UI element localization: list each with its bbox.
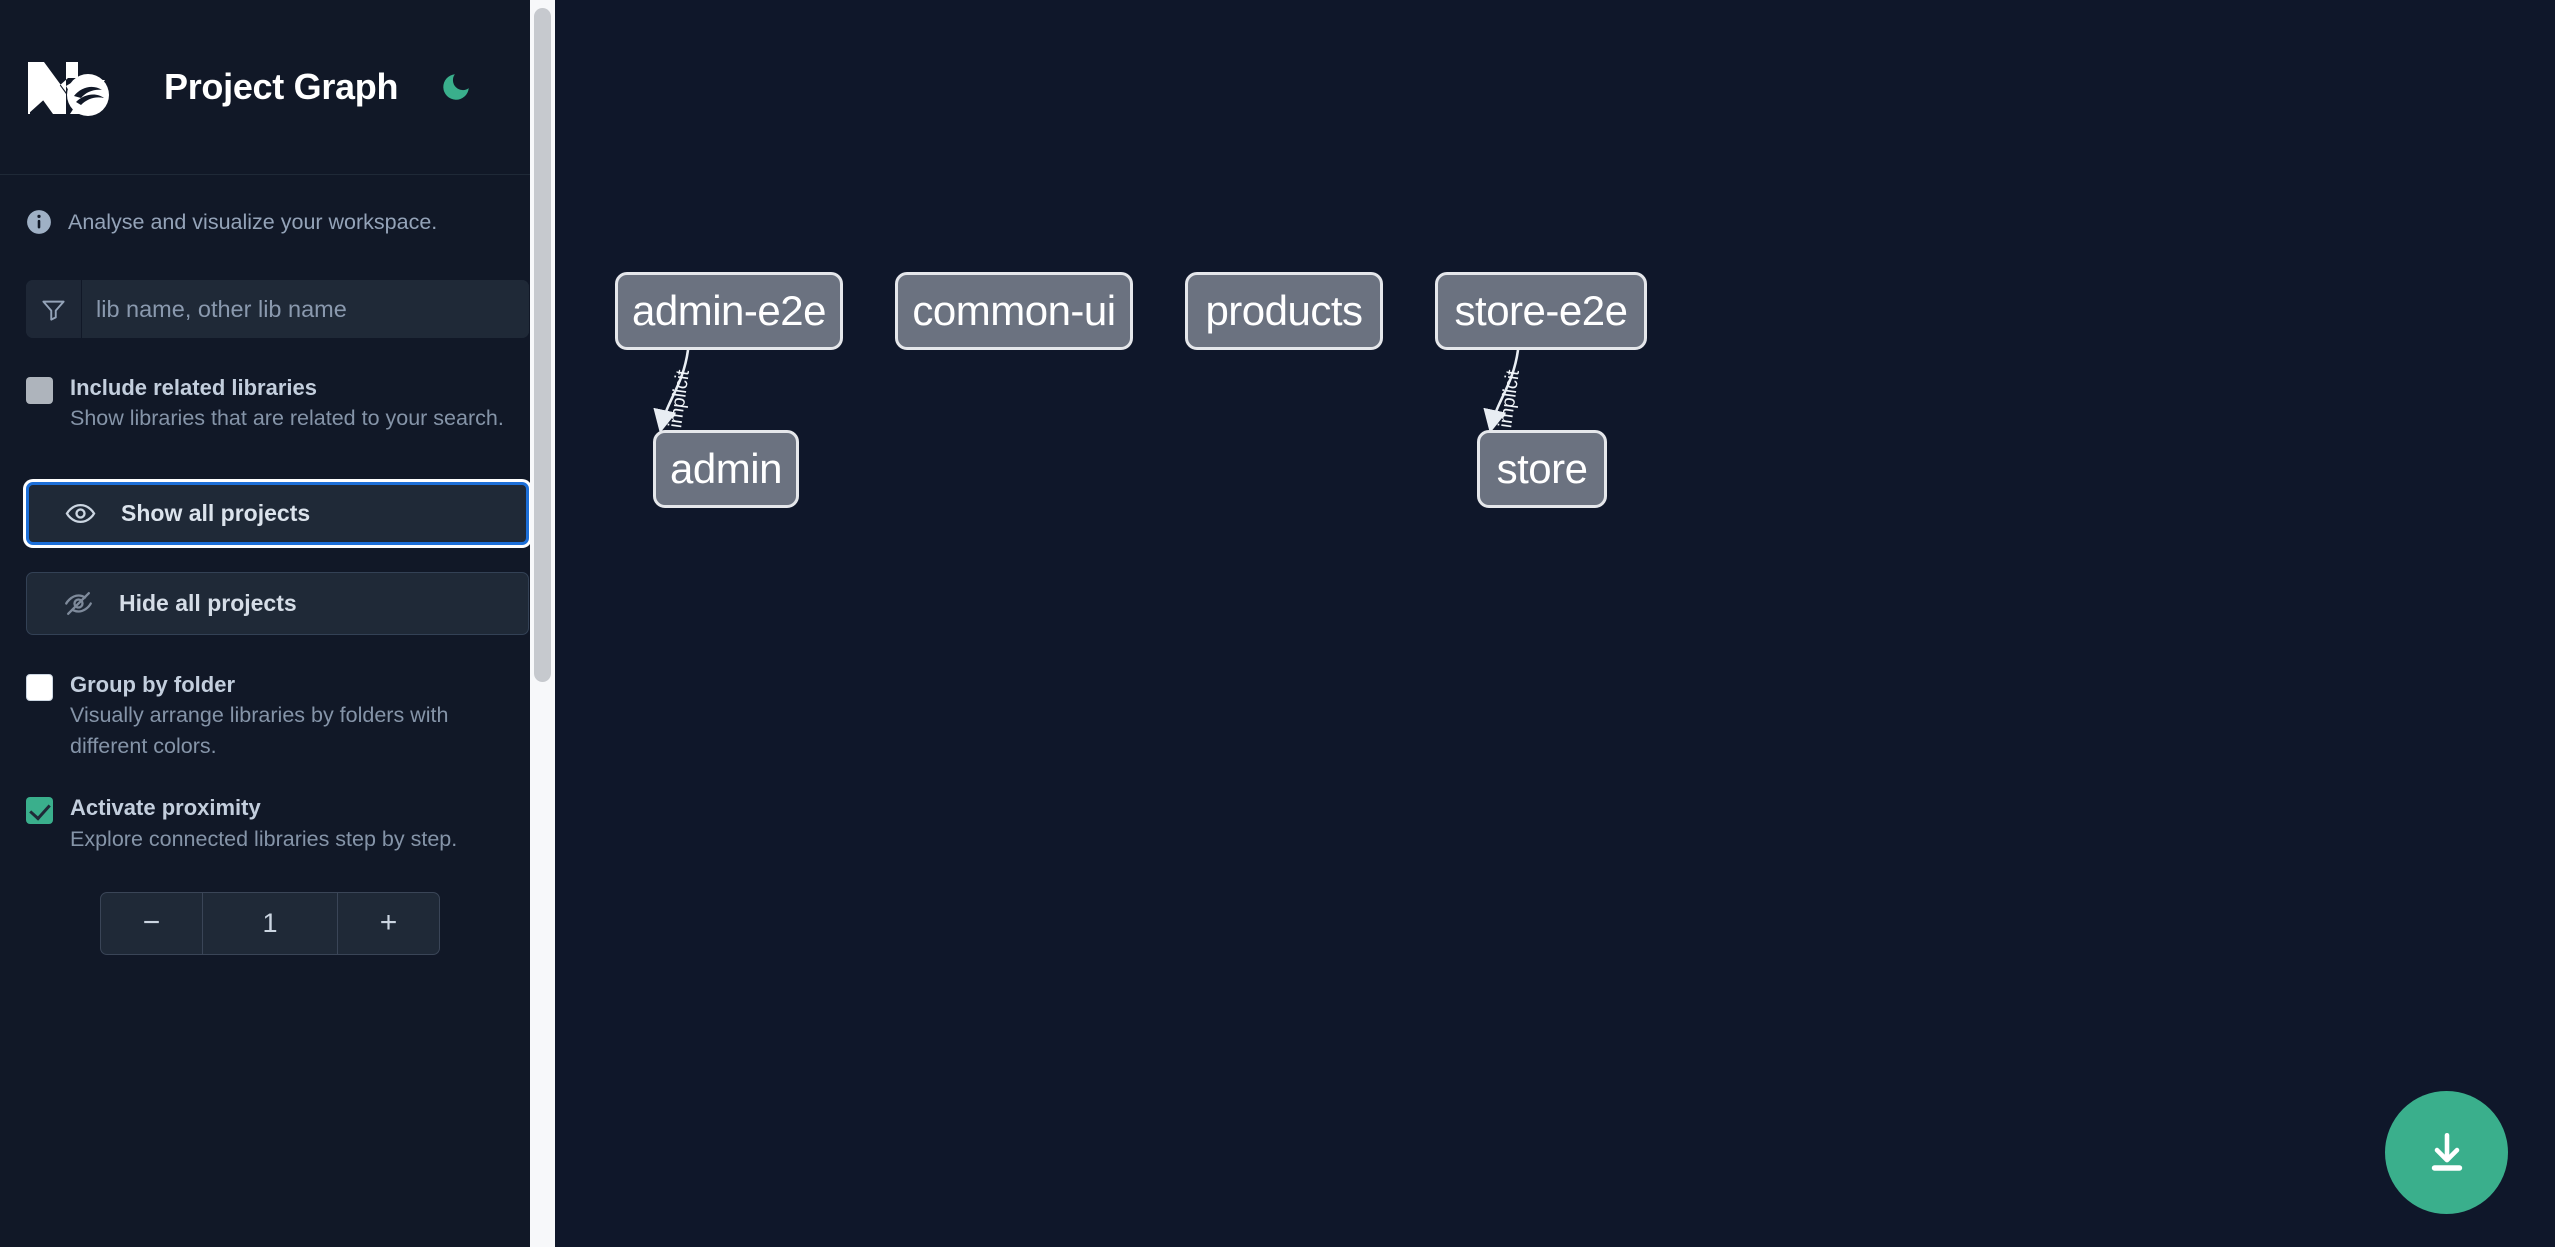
graph-node-products-label: products <box>1205 287 1363 334</box>
hide-all-projects-button[interactable]: Hide all projects <box>26 572 529 636</box>
proximity-stepper[interactable]: − 1 + <box>100 891 440 955</box>
proximity-decrement-button[interactable]: − <box>101 892 203 954</box>
graph-node-store-label: store <box>1496 445 1588 492</box>
sidebar-header: Project Graph <box>0 0 555 175</box>
moon-glyph <box>443 74 469 100</box>
edge-store-e2e-to-store <box>1483 349 1520 434</box>
activate-proximity-description: Explore connected libraries step by step… <box>70 826 458 851</box>
graph-node-store-e2e[interactable]: store-e2e <box>1435 272 1647 350</box>
graph-node-common-ui[interactable]: common-ui <box>895 272 1133 350</box>
option-group-by-folder[interactable]: Group by folder Visually arrange librari… <box>0 669 555 762</box>
funnel-icon <box>26 280 82 338</box>
info-icon <box>27 210 51 234</box>
proximity-increment-button[interactable]: + <box>337 892 439 954</box>
include-related-libraries-label: Include related libraries <box>70 375 317 400</box>
graph-node-store[interactable]: store <box>1477 430 1607 508</box>
filter-field[interactable] <box>26 280 529 338</box>
sidebar-body: Analyse and visualize your workspace. In… <box>0 175 555 955</box>
include-related-libraries-description: Show libraries that are related to your … <box>70 406 504 431</box>
activate-proximity-texts: Activate proximity Explore connected lib… <box>70 792 457 854</box>
workspace-hint-text: Analyse and visualize your workspace. <box>68 209 438 234</box>
option-include-related-libraries[interactable]: Include related libraries Show libraries… <box>0 372 555 434</box>
sidebar: Project Graph Analyse and visualize your… <box>0 0 555 1247</box>
graph-canvas[interactable]: admin-e2e common-ui products store-e2e a… <box>555 0 2555 1247</box>
group-by-folder-description: Visually arrange libraries by folders wi… <box>70 703 449 759</box>
group-by-folder-label: Group by folder <box>70 672 235 698</box>
download-icon <box>2431 1132 2462 1171</box>
moon-icon[interactable] <box>433 64 479 110</box>
graph-node-admin-e2e[interactable]: admin-e2e <box>615 272 843 350</box>
proximity-value: 1 <box>262 907 278 938</box>
download-graph-button[interactable] <box>2385 1091 2508 1214</box>
sidebar-scrollbar-thumb[interactable] <box>534 8 551 682</box>
group-by-folder-checkbox[interactable] <box>26 674 53 702</box>
activate-proximity-checkbox[interactable] <box>26 797 53 825</box>
graph-node-admin-label: admin <box>670 445 782 492</box>
search-input[interactable] <box>82 280 529 338</box>
hide-all-projects-label: Hide all projects <box>119 590 297 617</box>
edge-admin-e2e-to-admin <box>653 349 690 434</box>
graph-node-products[interactable]: products <box>1185 272 1383 350</box>
graph-node-admin[interactable]: admin <box>653 430 799 508</box>
funnel-glyph <box>42 300 65 321</box>
page-title: Project Graph <box>164 66 399 107</box>
option-activate-proximity[interactable]: Activate proximity Explore connected lib… <box>0 792 555 854</box>
eye-off-icon <box>65 592 92 616</box>
activate-proximity-label: Activate proximity <box>70 795 261 821</box>
show-all-projects-label: Show all projects <box>121 500 311 527</box>
include-related-libraries-texts: Include related libraries Show libraries… <box>70 372 504 434</box>
graph-node-common-ui-label: common-ui <box>912 287 1116 334</box>
graph-node-store-e2e-label: store-e2e <box>1454 287 1628 334</box>
graph-node-admin-e2e-label: admin-e2e <box>632 287 826 334</box>
group-by-folder-texts: Group by folder Visually arrange librari… <box>70 669 510 762</box>
workspace-hint: Analyse and visualize your workspace. <box>0 175 555 235</box>
graph-edges <box>653 349 1520 434</box>
sidebar-scrollbar[interactable] <box>530 0 555 1247</box>
include-related-libraries-checkbox[interactable] <box>26 377 53 404</box>
nx-logo <box>28 62 109 116</box>
eye-icon <box>65 504 96 524</box>
show-all-projects-button[interactable]: Show all projects <box>26 482 529 546</box>
